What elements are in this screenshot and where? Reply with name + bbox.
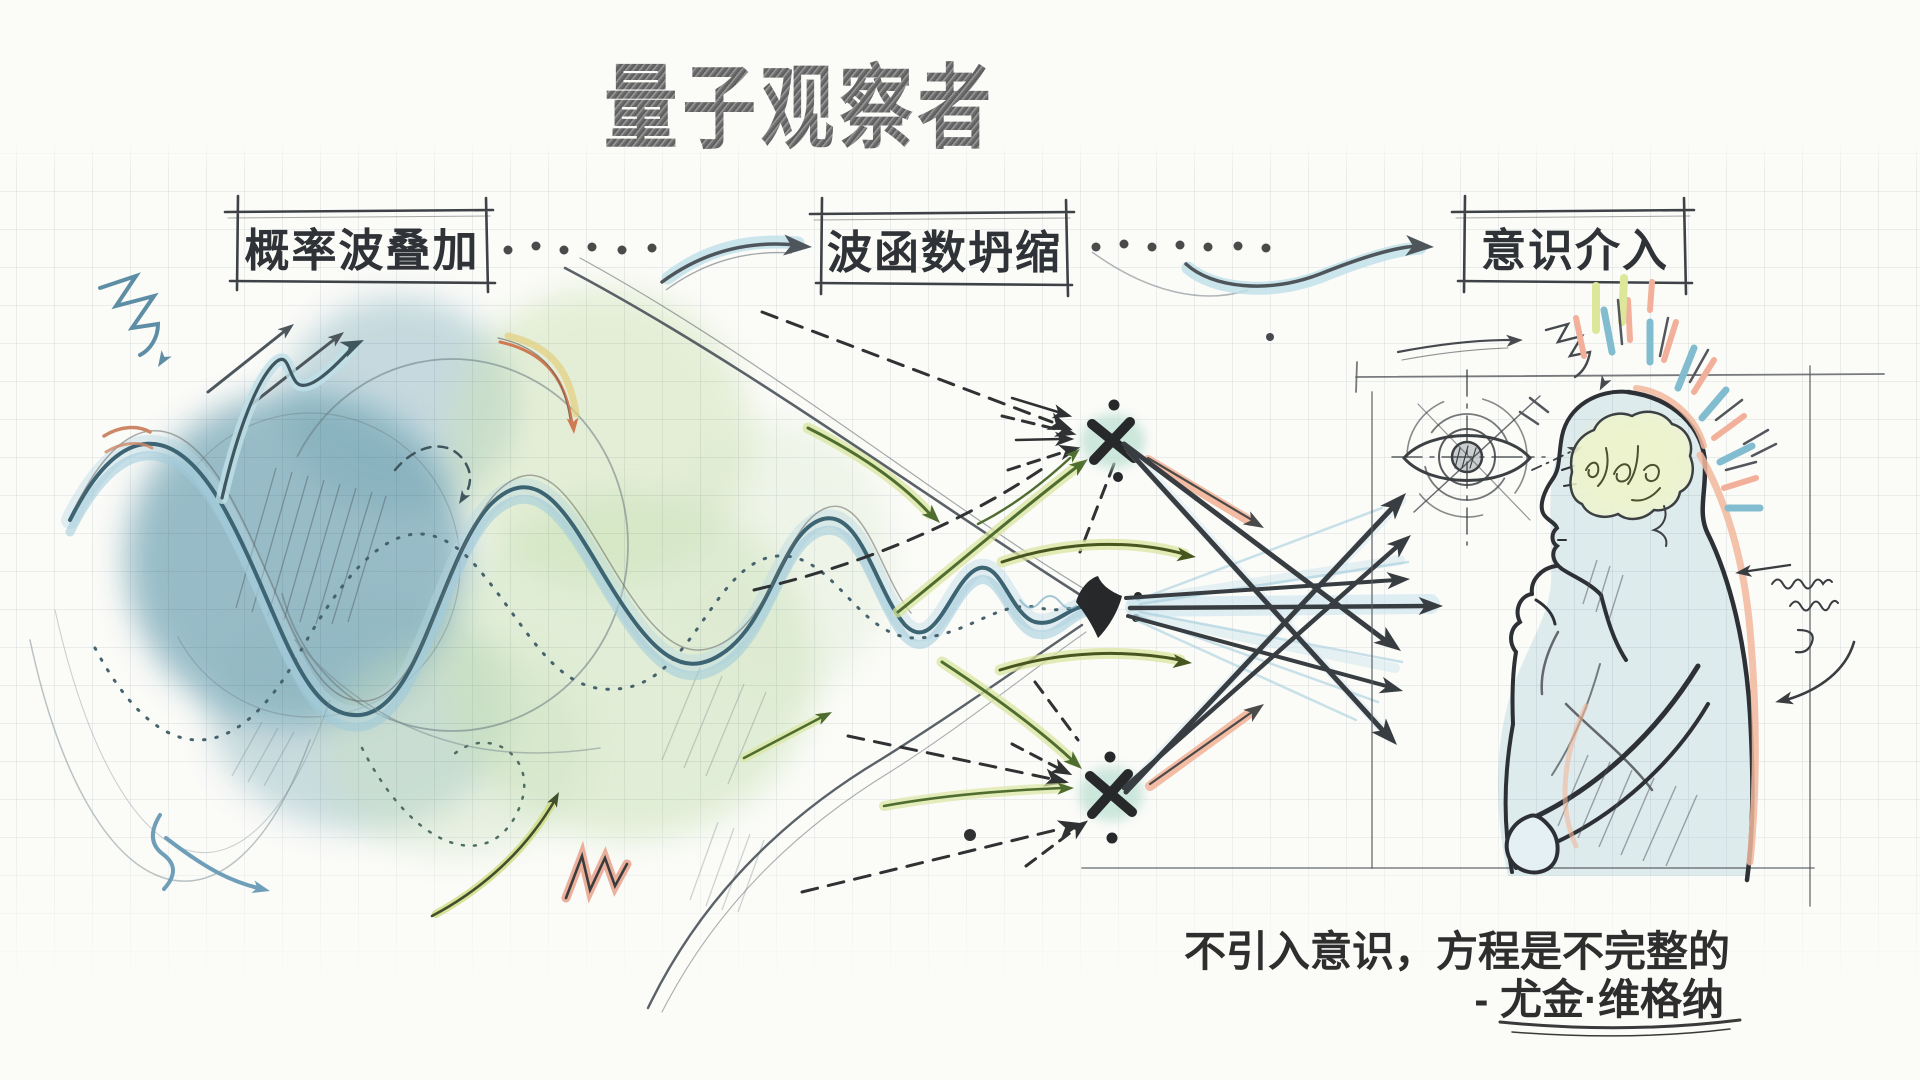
stage-box-frames xyxy=(223,194,1696,298)
margin-scribbles xyxy=(1734,563,1856,709)
figure-hatch xyxy=(1557,559,1698,867)
diagram-title: 量子观察者 xyxy=(604,34,996,167)
stage-box-1 xyxy=(223,194,497,294)
dotted-trail-2 xyxy=(1091,239,1271,253)
stage-label-collapse: 波函数坍缩 xyxy=(826,227,1062,278)
dashed-arrows xyxy=(752,310,1116,894)
flow-connector-1 xyxy=(503,234,813,291)
stage-label-superposition: 概率波叠加 xyxy=(244,225,480,276)
stage-box-3 xyxy=(1450,194,1696,296)
figure-wash xyxy=(1497,392,1754,876)
hatch-shading xyxy=(231,467,767,913)
quote-text: 不引入意识，方程是不完整的 xyxy=(1183,928,1730,975)
brain-icon xyxy=(1569,410,1694,547)
probability-wave xyxy=(61,430,1107,742)
collapse-x-bottom xyxy=(1085,769,1137,819)
flow-connector-2 xyxy=(1091,235,1435,297)
figure-salmon-accents xyxy=(1562,385,1759,866)
observer-eye-icon xyxy=(1391,369,1585,546)
radiating-strokes xyxy=(1518,274,1778,512)
stage-box-2 xyxy=(808,196,1076,298)
salmon-arrows xyxy=(1143,455,1269,791)
green-arrows xyxy=(739,422,1197,811)
watercolor-washes xyxy=(126,288,893,856)
dotted-trail-1 xyxy=(503,241,657,255)
quote-attribution: - 尤金·维格纳 xyxy=(1474,976,1724,1023)
left-accent-arrows xyxy=(29,272,632,918)
observer-figure xyxy=(1497,274,1778,883)
eye-annotations xyxy=(1266,322,1612,393)
quote-underline xyxy=(1498,1018,1742,1037)
stage-label-consciousness: 意识介入 xyxy=(1480,225,1669,276)
outcome-arrow-fan xyxy=(1121,441,1443,795)
focus-diamond xyxy=(1076,576,1122,638)
